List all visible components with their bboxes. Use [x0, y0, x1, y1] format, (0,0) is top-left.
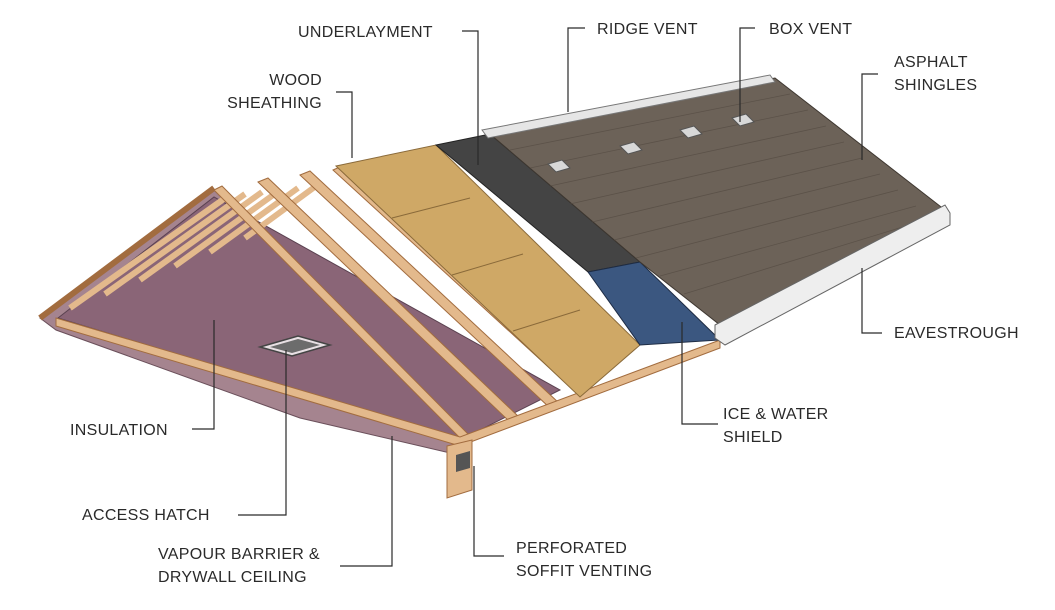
label-underlayment-text: UNDERLAYMENT	[298, 24, 433, 41]
soffit-vent-face	[456, 451, 470, 472]
label-vapour-barrier: VAPOUR BARRIER & DRYWALL CEILING	[158, 543, 320, 589]
label-wood-sheathing-line2: SHEATHING	[227, 95, 322, 112]
leader-asphalt-shingles	[861, 73, 878, 160]
gable-top-plate-left	[38, 185, 216, 321]
box-vents	[547, 113, 755, 173]
label-vapour-barrier-line1: VAPOUR BARRIER &	[158, 546, 320, 563]
label-eavestrough-text: EAVESTROUGH	[894, 325, 1019, 342]
label-insulation-text: INSULATION	[70, 422, 168, 439]
leader-insulation	[192, 320, 215, 430]
label-ridge-vent: RIDGE VENT	[597, 18, 698, 41]
shingle-courses	[509, 93, 933, 295]
label-box-vent: BOX VENT	[769, 18, 852, 41]
leader-ice-water-shield	[681, 322, 718, 425]
label-soffit-venting: PERFORATED SOFFIT VENTING	[516, 537, 652, 583]
label-soffit-venting-line1: PERFORATED	[516, 540, 628, 557]
leader-soffit-venting	[473, 466, 504, 557]
label-underlayment: UNDERLAYMENT	[298, 21, 433, 44]
label-asphalt-shingles: ASPHALT SHINGLES	[894, 51, 977, 97]
label-wood-sheathing-line1: WOOD	[269, 72, 322, 89]
label-ice-water-shield-line2: SHIELD	[723, 429, 783, 446]
sheathing-seams	[391, 197, 581, 332]
label-asphalt-shingles-line2: SHINGLES	[894, 77, 978, 94]
label-soffit-venting-line2: SOFFIT VENTING	[516, 563, 653, 580]
label-box-vent-text: BOX VENT	[769, 21, 853, 38]
ridge-vent	[481, 74, 776, 139]
eavestrough-gutter	[714, 204, 951, 346]
leader-lines	[192, 27, 882, 567]
label-access-hatch: ACCESS HATCH	[82, 504, 210, 527]
label-ice-water-shield-line1: ICE & WATER	[723, 406, 829, 423]
leader-ridge-vent	[567, 27, 585, 112]
leader-wood-sheathing	[336, 91, 353, 158]
label-insulation: INSULATION	[70, 419, 168, 442]
label-access-hatch-text: ACCESS HATCH	[82, 507, 210, 524]
label-eavestrough: EAVESTROUGH	[894, 322, 1019, 345]
leader-access-hatch	[238, 350, 287, 516]
label-wood-sheathing: WOOD SHEATHING	[214, 69, 322, 115]
label-ice-water-shield: ICE & WATER SHIELD	[723, 403, 829, 449]
access-hatch-opening	[257, 335, 333, 357]
fascia-board	[55, 317, 721, 447]
label-asphalt-shingles-line1: ASPHALT	[894, 54, 968, 71]
label-vapour-barrier-line2: DRYWALL CEILING	[158, 569, 307, 586]
leader-eavestrough	[861, 268, 882, 334]
leader-box-vent	[739, 27, 755, 122]
leader-vapour-barrier	[340, 436, 393, 567]
label-ridge-vent-text: RIDGE VENT	[597, 21, 698, 38]
leader-underlayment	[462, 30, 479, 165]
